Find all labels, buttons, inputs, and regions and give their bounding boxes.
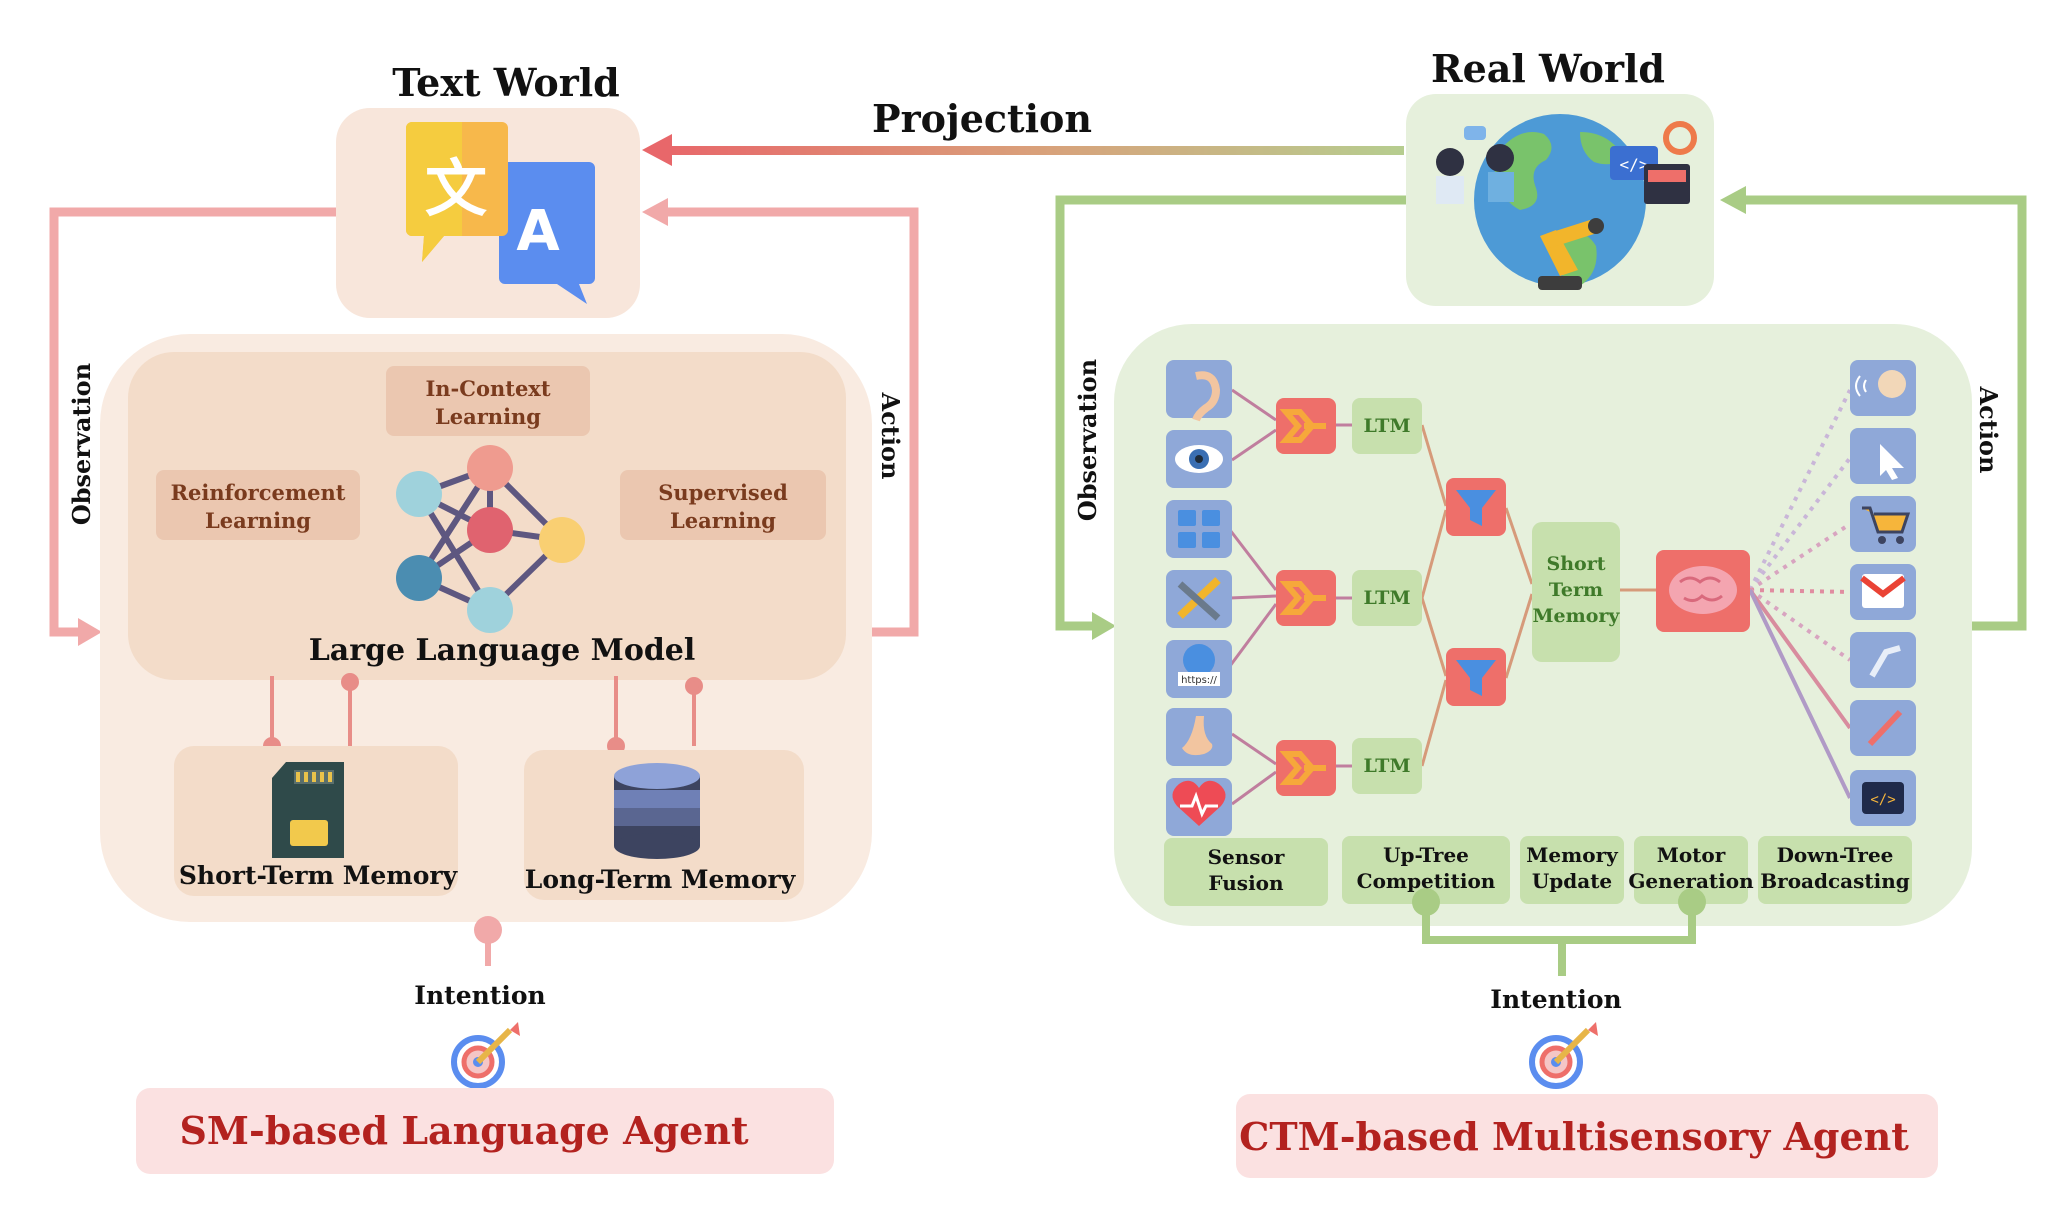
right-action-arrowhead	[1720, 186, 1746, 214]
fusion-boxes	[1276, 398, 1336, 796]
right-observation-arrowhead	[1092, 612, 1116, 640]
left-action-label: Action	[876, 392, 905, 480]
ltm-to-filter-wires	[1420, 424, 1534, 767]
sensor-wires	[1228, 388, 1278, 806]
reinforcement-box	[156, 470, 360, 540]
supervised-line1: Supervised	[658, 480, 788, 505]
right-target-icon	[1529, 1022, 1598, 1089]
projection-arrowhead	[642, 134, 672, 166]
svg-text:A: A	[516, 199, 560, 264]
svg-text:</>: </>	[1620, 155, 1649, 174]
projection-arrow-line	[666, 146, 1404, 155]
up-tree-dot	[1412, 888, 1440, 916]
stage-downtree-line1: Down-Tree	[1777, 843, 1894, 867]
stm-line3: Memory	[1533, 605, 1621, 627]
filter-icon	[1446, 478, 1506, 706]
calculator-icon	[1166, 500, 1232, 558]
earth-icon: </>	[1436, 114, 1697, 290]
web-icon-text: https://	[1181, 675, 1217, 686]
left-observation-arrowhead	[78, 618, 102, 646]
ltm-label-1: LTM	[1364, 415, 1411, 437]
stage-sensor-line2: Fusion	[1208, 871, 1284, 895]
left-action-arrowhead	[642, 198, 668, 226]
target-icon	[451, 1022, 520, 1089]
svg-text:</>: </>	[1870, 792, 1895, 808]
right-observation-label: Observation	[1073, 359, 1102, 521]
stage-memory-line2: Update	[1532, 869, 1612, 893]
fusion-to-ltm-wires	[1336, 423, 1352, 768]
broadcast-wires	[1748, 389, 1852, 799]
in-context-box	[386, 366, 590, 436]
sd-card-icon	[272, 762, 344, 858]
left-observation-arrow	[49, 207, 340, 637]
stage-box-memory-update	[1520, 836, 1624, 904]
right-banner-text: CTM-based Multisensory Agent	[1239, 1114, 1909, 1159]
right-observation-arrow	[1055, 195, 1410, 631]
brain-icon	[1656, 550, 1750, 632]
ltm-box-1	[1352, 398, 1422, 454]
left-intention-label: Intention	[414, 981, 545, 1010]
right-action-label: Action	[1974, 386, 2003, 474]
ltm-label-2: LTM	[1364, 587, 1411, 609]
ltm-box-3	[1352, 738, 1422, 794]
long-term-memory-label: Long-Term Memory	[525, 865, 797, 894]
stm-line1: Short	[1547, 553, 1606, 575]
in-context-line2: Learning	[435, 404, 541, 429]
stage-motor-line1: Motor	[1657, 843, 1726, 867]
stage-sensor-line1: Sensor	[1208, 845, 1285, 869]
projection-label: Projection	[872, 96, 1092, 141]
stage-box-down-tree	[1758, 836, 1912, 904]
left-observation-label: Observation	[67, 363, 96, 525]
stage-downtree-line2: Broadcasting	[1760, 869, 1909, 893]
ltm-box-2	[1352, 570, 1422, 626]
real-world-title: Real World	[1431, 46, 1665, 91]
stage-box-up-tree	[1342, 836, 1510, 904]
right-action-arrow	[1740, 195, 2027, 631]
motor-dot	[1678, 888, 1706, 916]
stage-motor-line2: Generation	[1628, 869, 1754, 893]
right-agent-banner	[1236, 1094, 1938, 1178]
reinforcement-line1: Reinforcement	[171, 480, 346, 505]
stage-memory-line1: Memory	[1526, 843, 1619, 867]
ltm-label-3: LTM	[1364, 755, 1411, 777]
short-term-memory-label: Short-Term Memory	[179, 861, 459, 890]
stage-uptree-line2: Competition	[1357, 869, 1496, 893]
right-intention-label: Intention	[1490, 985, 1621, 1014]
network-icon	[396, 445, 585, 633]
text-world-title: Text World	[392, 60, 619, 105]
stm-line2: Term	[1549, 579, 1603, 601]
stm-box	[1532, 522, 1620, 662]
left-intention-pin	[474, 916, 502, 966]
right-intention-connector	[1422, 904, 1696, 976]
translate-icon: 文 A	[406, 122, 595, 304]
left-agent-banner	[136, 1088, 834, 1174]
in-context-line1: In-Context	[425, 376, 550, 401]
stage-uptree-line1: Up-Tree	[1383, 843, 1469, 867]
stage-box-motor-generation	[1634, 836, 1748, 904]
reinforcement-line2: Learning	[205, 508, 311, 533]
left-banner-text: SM-based Language Agent	[179, 1108, 748, 1153]
supervised-line2: Learning	[670, 508, 776, 533]
left-action-arrow	[662, 207, 919, 637]
database-icon	[614, 763, 700, 859]
supervised-box	[620, 470, 826, 540]
stage-box-sensor-fusion	[1164, 838, 1328, 906]
svg-text:文: 文	[425, 152, 487, 225]
llm-label: Large Language Model	[309, 633, 696, 668]
